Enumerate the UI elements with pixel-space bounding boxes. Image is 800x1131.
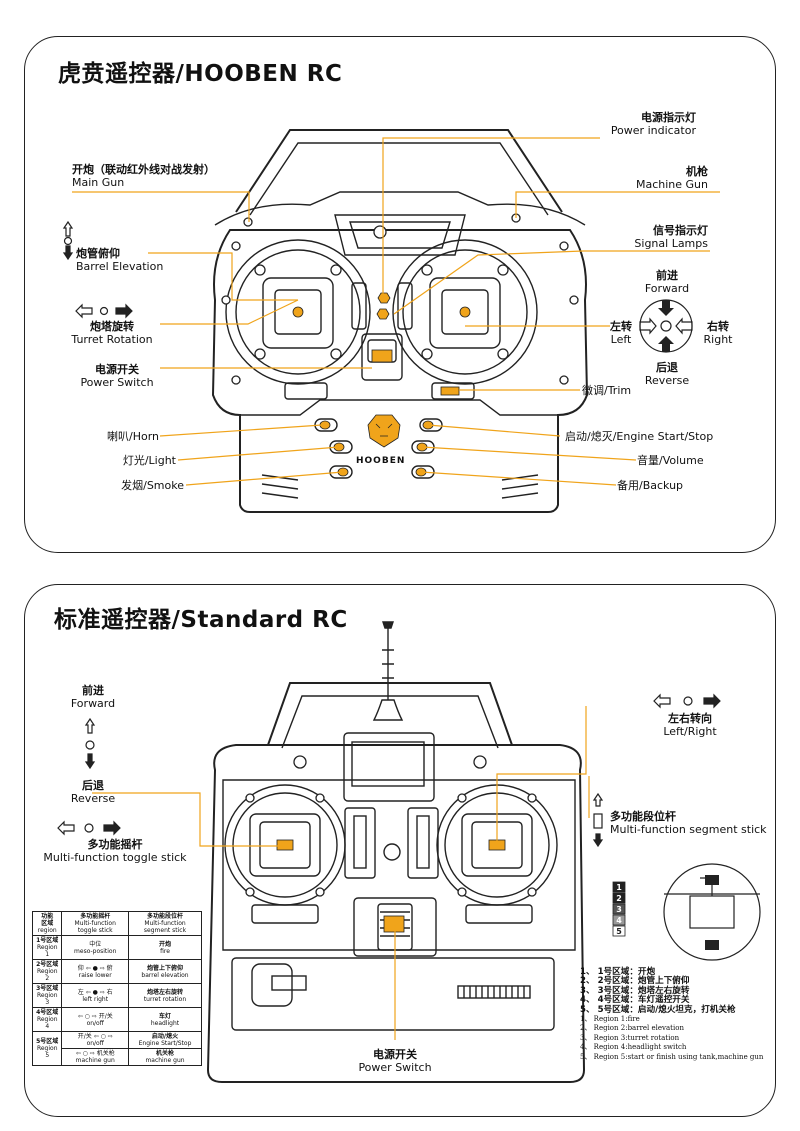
left-label: 左转 Left xyxy=(610,320,632,346)
signal-lamps-label: 信号指示灯 Signal Lamps xyxy=(634,224,708,250)
trim-label: 微调/Trim xyxy=(582,384,632,397)
std-power-switch-label: 电源开关 Power Switch xyxy=(358,1048,432,1074)
table-corner: 功能 区域 region xyxy=(31,911,63,936)
legend-cn-4: 4、 4号区域：车灯遥控开关 xyxy=(580,995,690,1006)
segment-5-label: 5 xyxy=(616,927,622,936)
legend-en-4: 4、 Region 4:headlight switch xyxy=(580,1043,687,1052)
legend-en-2: 2、 Region 2:barrel elevation xyxy=(580,1024,684,1033)
std-toggle-label: 多功能摇杆 Multi-function toggle stick xyxy=(43,838,187,864)
legend-cn-3: 3、 3号区域：炮塔左右旋转 xyxy=(580,985,690,996)
legend-cn-2: 2、 2号区域：炮管上下俯仰 xyxy=(580,976,690,987)
std-reverse-label: 后退 Reverse xyxy=(70,779,116,805)
machine-gun-label: 机枪 Machine Gun xyxy=(635,165,708,191)
reverse-label: 后退 Reverse xyxy=(644,361,690,387)
legend-cn-1: 1、 1号区域：开炮 xyxy=(580,967,656,977)
segment-3-label: 3 xyxy=(616,905,622,914)
backup-label: 备用/Backup xyxy=(617,479,684,492)
power-switch-label: 电源开关 Power Switch xyxy=(80,363,154,389)
segment-2-label: 2 xyxy=(616,894,622,903)
segment-4-label: 4 xyxy=(616,916,622,925)
main-gun-label: 开炮（联动红外线对战发射） Main Gun xyxy=(72,163,215,189)
hooben-title: 虎贲遥控器/HOOBEN RC xyxy=(58,61,343,87)
legend-en-5: 5、 Region 5:start or finish using tank,m… xyxy=(580,1052,764,1061)
volume-label: 音量/Volume xyxy=(637,454,704,467)
legend-en-3: 3、 Region 3:turret rotation xyxy=(580,1033,680,1042)
legend-en-1: 1、 Region 1:fire xyxy=(580,1015,640,1024)
right-label: 右转 Right xyxy=(703,320,733,346)
forward-label: 前进 Forward xyxy=(644,269,690,295)
std-segment-label: 多功能段位杆 Multi-function segment stick xyxy=(610,810,767,836)
std-left-right-label: 左右转向 Left/Right xyxy=(663,712,717,738)
segment-1-label: 1 xyxy=(616,883,622,892)
engine-label: 启动/熄灭/Engine Start/Stop xyxy=(565,430,714,443)
legend-cn-5: 5、 5号区域：启动/熄火坦克，打机关枪 xyxy=(580,1004,736,1015)
standard-panel xyxy=(24,584,776,1117)
smoke-label: 发烟/Smoke xyxy=(121,479,184,492)
light-label: 灯光/Light xyxy=(122,454,176,467)
hooben-logo: HOOBEN xyxy=(356,456,406,466)
hooben-panel xyxy=(24,36,776,553)
region-legend: 1、 1号区域：开炮 2、 2号区域：炮管上下俯仰 3、 3号区域：炮塔左右旋转… xyxy=(580,967,764,1062)
turret-rotation-label: 炮塔旋转 Turret Rotation xyxy=(71,320,153,346)
barrel-elevation-label: 炮管俯仰 Barrel Elevation xyxy=(76,247,164,273)
std-forward-label: 前进 Forward xyxy=(70,684,116,710)
standard-title: 标准遥控器/Standard RC xyxy=(54,607,348,633)
power-indicator-label: 电源指示灯 Power indicator xyxy=(610,111,696,137)
horn-label: 喇叭/Horn xyxy=(106,430,159,443)
